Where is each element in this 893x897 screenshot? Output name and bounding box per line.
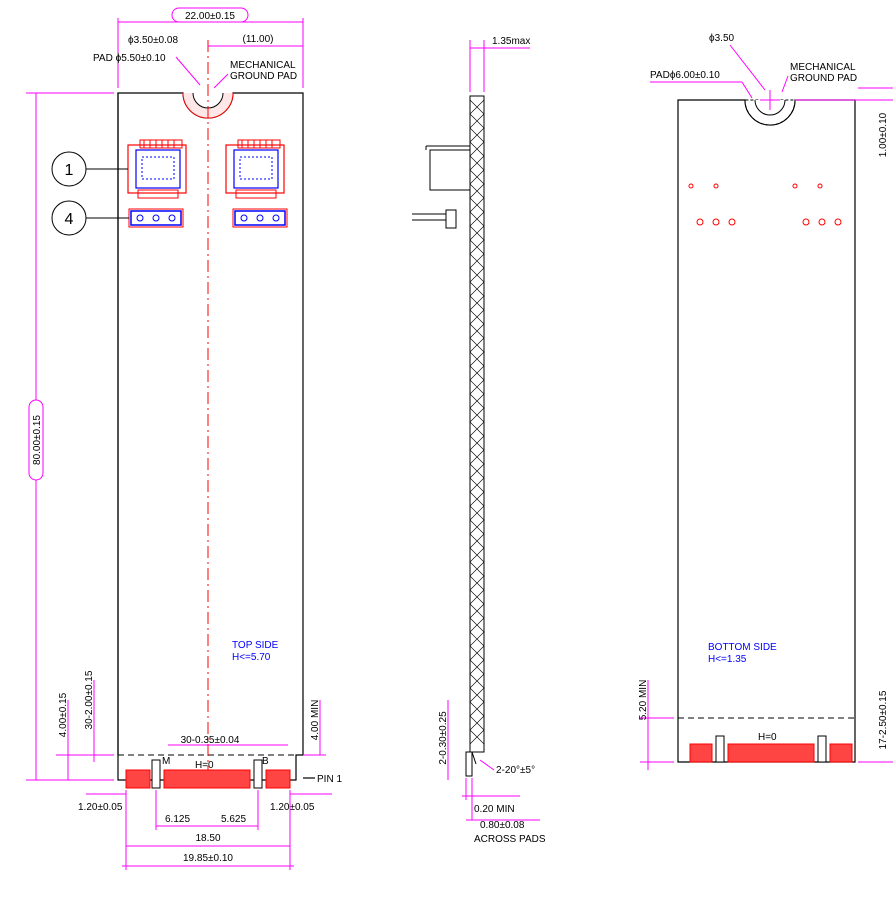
dim-30-2: 30-2.00±0.15 — [84, 670, 95, 729]
side-view: 1.35max 2-0.30±0.25 2-20°±5° 0.20 MIN 0.… — [412, 36, 546, 845]
bottom-ground-pad-1: MECHANICAL — [790, 62, 856, 73]
ground-pad-label-2: GROUND PAD — [230, 71, 297, 82]
callout-4: 4 — [65, 211, 74, 228]
dim-4-00: 4.00±0.15 — [58, 692, 69, 737]
top-side-label: TOP SIDE — [232, 640, 279, 651]
side-connector — [429, 149, 471, 191]
side-dim-angle: 2-20°±5° — [496, 765, 535, 776]
ground-pad-label-1: MECHANICAL — [230, 60, 296, 71]
connector-left — [127, 139, 187, 199]
side-board — [469, 95, 485, 753]
dim-18-50: 18.50 — [195, 833, 220, 844]
key-b: B — [262, 756, 269, 767]
bottom-board-outline — [677, 99, 856, 763]
bottom-dim-right: 17-2.50±0.15 — [878, 690, 889, 749]
top-height-label: H<=5.70 — [232, 652, 271, 663]
side-thickness: 1.35max — [492, 36, 530, 47]
bottom-side-label: BOTTOM SIDE — [708, 642, 777, 653]
half-width-dim: (11.00) — [243, 34, 274, 45]
bottom-view: ϕ3.50 PADϕ6.00±0.10 MECHANICAL GROUND PA… — [638, 33, 893, 770]
bottom-dim-1-00: 1.00±0.10 — [878, 112, 889, 157]
side-across-pads: ACROSS PADS — [474, 834, 546, 845]
top-view: 1 4 22.00±0.15 (11.00) ϕ3.50±0.08 PAD ϕ5… — [26, 7, 342, 870]
header-left — [128, 208, 184, 228]
h-zero-bottom: H=0 — [758, 732, 777, 743]
connector-right — [225, 139, 285, 199]
bottom-height-label: H<=1.35 — [708, 654, 747, 665]
dim-left-1-20: 1.20±0.05 — [78, 802, 123, 813]
key-m: M — [162, 756, 170, 767]
dim-19-85: 19.85±0.10 — [183, 853, 233, 864]
pin1-label: PIN 1 — [317, 774, 342, 785]
dim-right-1-20: 1.20±0.05 — [270, 802, 315, 813]
side-dim-0-30: 2-0.30±0.25 — [438, 711, 449, 765]
side-dim-0-80: 0.80±0.08 — [480, 820, 525, 831]
width-dim: 22.00±0.15 — [185, 11, 235, 22]
pad-dia: PAD ϕ5.50±0.10 — [93, 53, 166, 64]
bottom-hole-dia: ϕ3.50 — [709, 33, 735, 44]
callout-1: 1 — [65, 162, 74, 179]
bottom-edge-pads — [689, 735, 853, 763]
top-board-outline — [117, 92, 304, 781]
dim-5-625: 5.625 — [221, 814, 246, 825]
length-dim: 80.00±0.15 — [32, 415, 43, 465]
side-dim-0-20: 0.20 MIN — [474, 804, 515, 815]
bottom-pad-dia: PADϕ6.00±0.10 — [650, 70, 720, 81]
top-edge-pads — [125, 759, 291, 789]
hole-dia: ϕ3.50±0.08 — [128, 35, 178, 46]
dim-4-00-min: 4.00 MIN — [310, 700, 321, 741]
header-right — [232, 208, 288, 228]
dim-6-125: 6.125 — [165, 814, 190, 825]
bottom-dim-5-20: 5.20 MIN — [638, 680, 649, 721]
h-zero-top: H=0 — [195, 760, 214, 771]
bottom-test-points — [688, 183, 842, 226]
bottom-ground-pad-2: GROUND PAD — [790, 73, 857, 84]
dim-notch: 30-0.35±0.04 — [181, 735, 240, 746]
